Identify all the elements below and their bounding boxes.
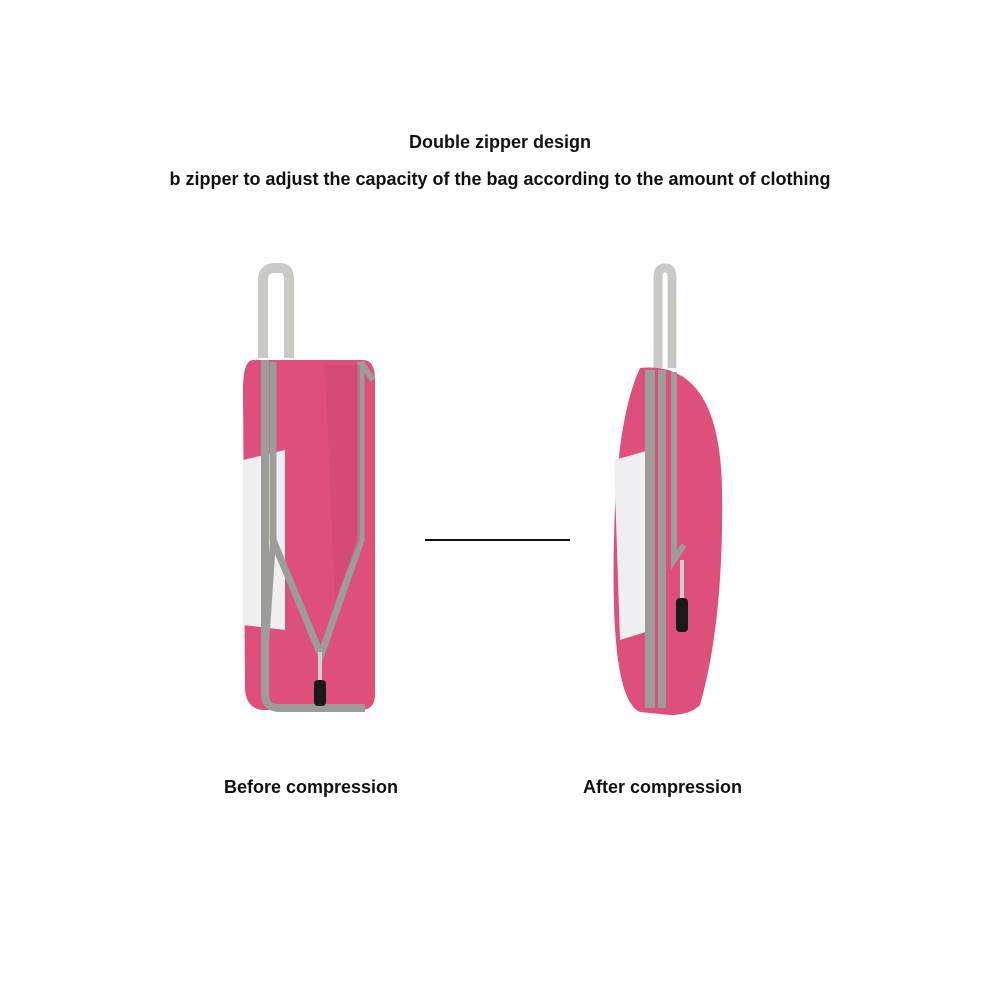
before-compression-label: Before compression bbox=[224, 777, 399, 797]
divider-line bbox=[425, 539, 570, 541]
after-compression-label: After compression bbox=[583, 777, 743, 797]
bag-before-compression-image bbox=[225, 240, 395, 740]
bag-after-compression-image bbox=[600, 260, 740, 730]
page-subtitle: b zipper to adjust the capacity of the b… bbox=[169, 169, 831, 189]
page-title: Double zipper design bbox=[408, 132, 591, 152]
